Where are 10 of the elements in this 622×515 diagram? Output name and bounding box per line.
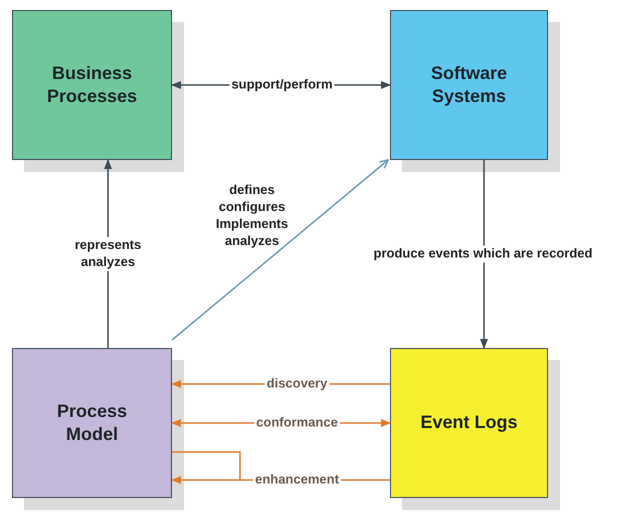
- edge-label: support/perform: [229, 76, 335, 94]
- arrow: [172, 159, 389, 341]
- box-title: Process Model: [56, 400, 128, 446]
- edge-label: defines configures Implements analyzes: [214, 182, 290, 250]
- box-title: Event Logs: [419, 411, 518, 434]
- box-title: Software Systems: [430, 62, 508, 108]
- edge-label: discovery: [264, 376, 330, 392]
- box-title: Business Processes: [46, 62, 138, 108]
- arrow: [480, 160, 488, 349]
- edge-label: produce events which are recorded: [372, 246, 594, 262]
